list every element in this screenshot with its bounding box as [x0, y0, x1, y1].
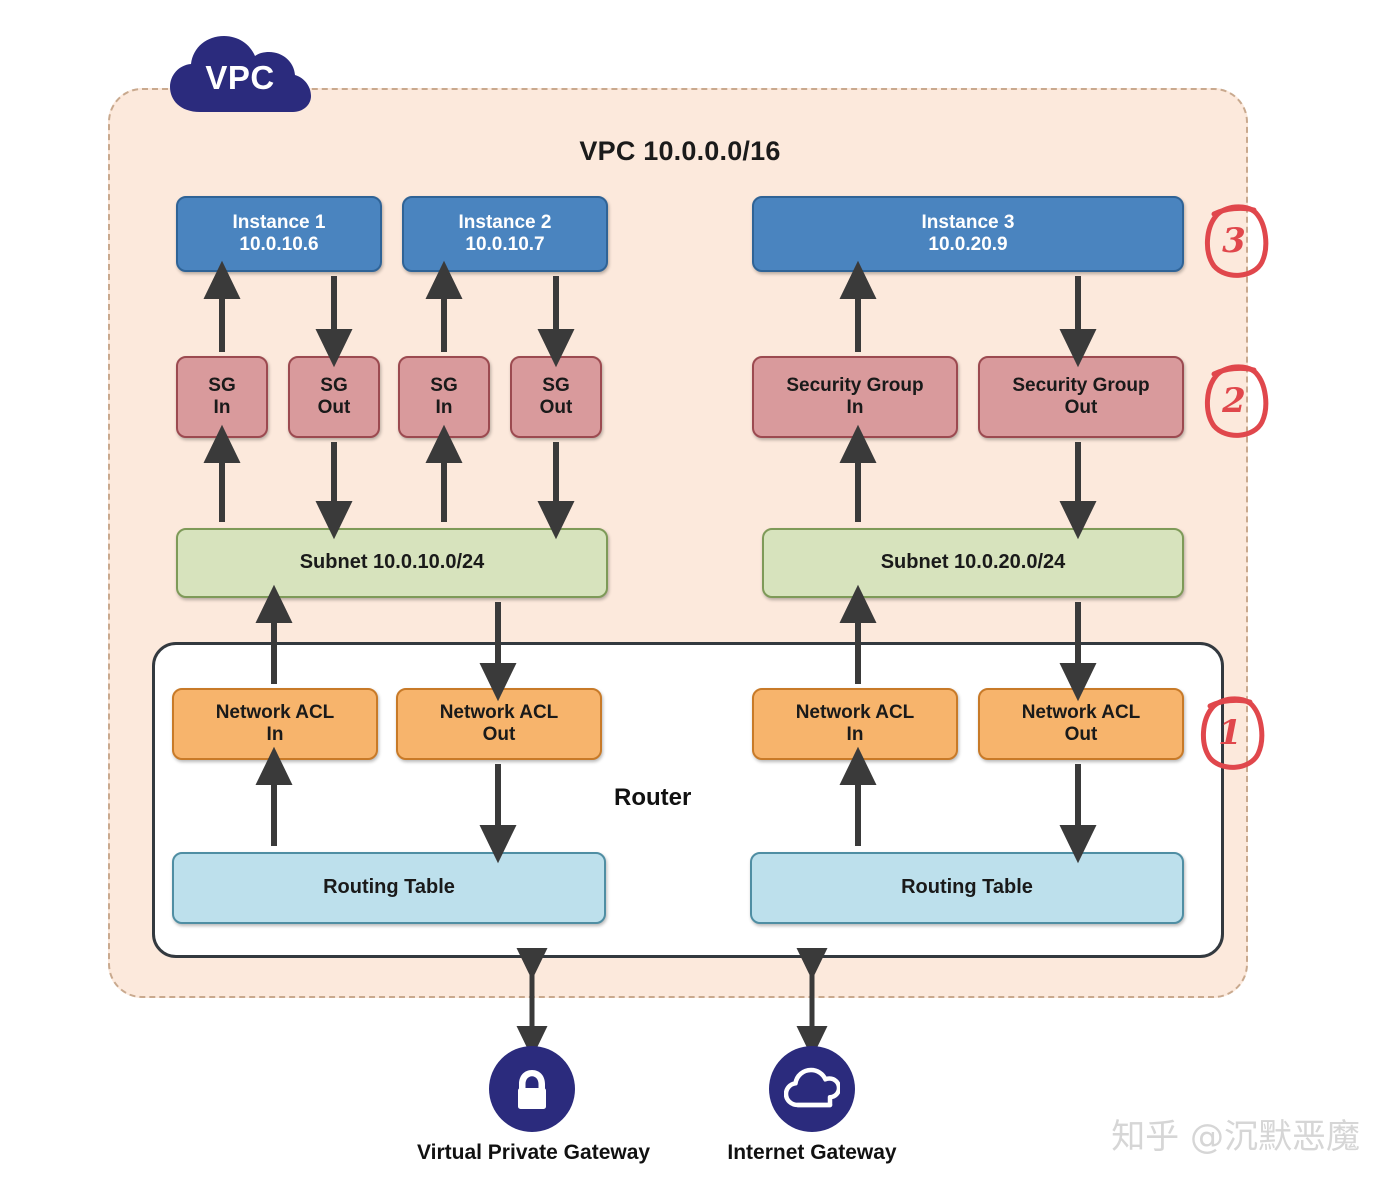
subnet-1-label: Subnet 10.0.10.0/24 [299, 551, 485, 574]
sg-in-2-line2: In [435, 397, 453, 418]
instance-3-ip: 10.0.20.9 [928, 234, 1008, 255]
security-group-in-1-box[interactable]: SG In [176, 356, 268, 438]
annotation-3: 3 [1196, 198, 1272, 284]
nacl-out-1-line1: Network ACL [439, 701, 559, 723]
cloud-icon [769, 1046, 855, 1132]
routing-table-1-box[interactable]: Routing Table [172, 852, 606, 924]
sg-out-1-line1: SG [320, 374, 348, 396]
instance-1-name: Instance 1 [232, 211, 326, 233]
network-acl-in-2-box[interactable]: Network ACL In [752, 688, 958, 760]
lock-icon [489, 1046, 575, 1132]
annotation-2: 2 [1196, 358, 1272, 444]
router-label: Router [614, 784, 692, 811]
security-group-out-1-box[interactable]: SG Out [288, 356, 380, 438]
network-acl-out-1-box[interactable]: Network ACL Out [396, 688, 602, 760]
nacl-in-1-line1: Network ACL [215, 701, 335, 723]
network-acl-out-2-box[interactable]: Network ACL Out [978, 688, 1184, 760]
subnet-2-label: Subnet 10.0.20.0/24 [880, 551, 1066, 574]
nacl-in-2-line1: Network ACL [795, 701, 915, 723]
instance-2-ip: 10.0.10.7 [465, 234, 545, 255]
annotation-circle-3 [1205, 204, 1269, 278]
annotation-1-number: 1 [1218, 713, 1242, 753]
instance-1-ip: 10.0.10.6 [239, 234, 319, 255]
internet-gateway-label: Internet Gateway [727, 1141, 897, 1164]
annotation-circle-2 [1205, 364, 1269, 438]
nacl-out-2-line2: Out [1064, 724, 1098, 745]
instance-3-box[interactable]: Instance 3 10.0.20.9 [752, 196, 1184, 272]
annotation-1: 1 [1192, 690, 1268, 776]
nacl-out-2-line1: Network ACL [1021, 701, 1141, 723]
virtual-private-gateway[interactable]: Virtual Private Gateway [417, 1046, 651, 1165]
instance-3-name: Instance 3 [921, 211, 1015, 233]
sg-in-1-line2: In [213, 397, 231, 418]
annotation-3-number: 3 [1222, 221, 1246, 261]
security-group-out-3-box[interactable]: Security Group Out [978, 356, 1184, 438]
annotation-circle-1 [1201, 696, 1265, 770]
routing-table-1-label: Routing Table [323, 876, 455, 899]
watermark: 知乎 @沉默恶魔 [1111, 1117, 1360, 1157]
instance-1-box[interactable]: Instance 1 10.0.10.6 [176, 196, 382, 272]
routing-table-2-box[interactable]: Routing Table [750, 852, 1184, 924]
cloud-shape-icon [170, 36, 311, 112]
sg-in-3-line2: In [846, 397, 864, 418]
routing-table-2-label: Routing Table [901, 876, 1033, 899]
virtual-private-gateway-label: Virtual Private Gateway [417, 1141, 651, 1164]
nacl-in-2-line2: In [846, 724, 864, 745]
internet-gateway[interactable]: Internet Gateway [697, 1046, 927, 1165]
nacl-out-1-line2: Out [482, 724, 516, 745]
security-group-in-2-box[interactable]: SG In [398, 356, 490, 438]
vpc-badge-label: VPC [205, 59, 275, 96]
vpc-cloud-badge: VPC [166, 32, 314, 116]
sg-in-3-line1: Security Group [786, 374, 924, 396]
vpc-title: VPC 10.0.0.0/16 [579, 136, 781, 166]
sg-in-2-line1: SG [430, 374, 458, 396]
sg-out-2-line1: SG [542, 374, 570, 396]
instance-2-box[interactable]: Instance 2 10.0.10.7 [402, 196, 608, 272]
sg-out-2-line2: Out [539, 397, 573, 418]
instance-2-name: Instance 2 [458, 211, 552, 233]
network-acl-in-1-box[interactable]: Network ACL In [172, 688, 378, 760]
security-group-in-3-box[interactable]: Security Group In [752, 356, 958, 438]
subnet-1-box[interactable]: Subnet 10.0.10.0/24 [176, 528, 608, 598]
sg-out-1-line2: Out [317, 397, 351, 418]
security-group-out-2-box[interactable]: SG Out [510, 356, 602, 438]
nacl-in-1-line2: In [266, 724, 284, 745]
sg-out-3-line1: Security Group [1012, 374, 1150, 396]
sg-in-1-line1: SG [208, 374, 236, 396]
sg-out-3-line2: Out [1064, 397, 1098, 418]
subnet-2-box[interactable]: Subnet 10.0.20.0/24 [762, 528, 1184, 598]
annotation-2-number: 2 [1222, 381, 1246, 421]
